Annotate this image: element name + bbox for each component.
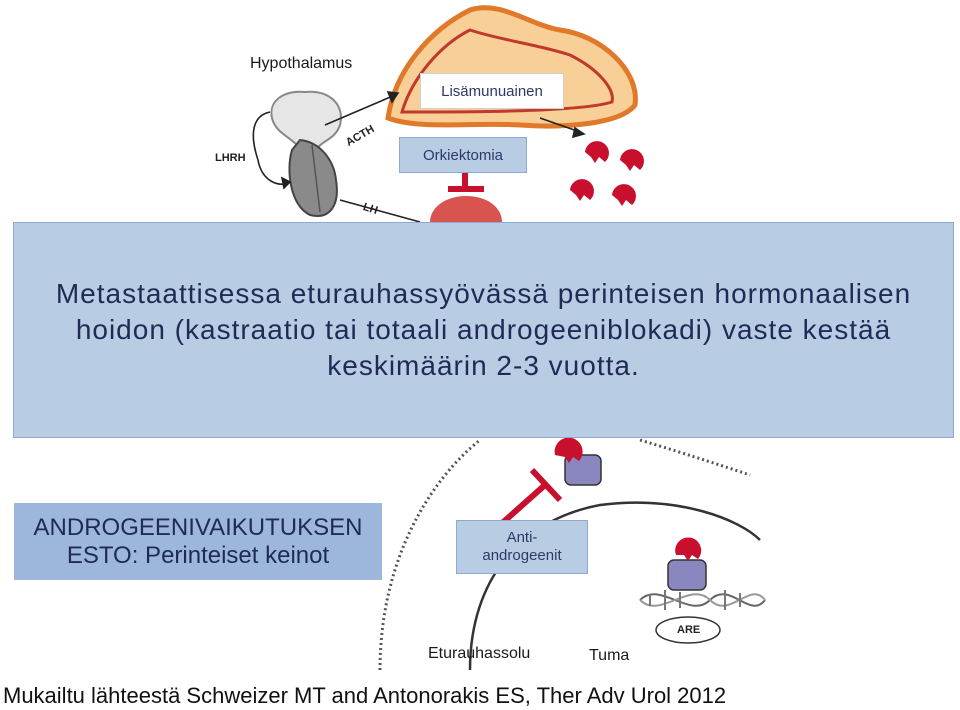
traditional-methods-box: ANDROGEENIVAIKUTUKSEN ESTO: Perinteiset …: [14, 503, 382, 580]
side-box-line1: ANDROGEENIVAIKUTUKSEN: [33, 513, 363, 541]
label-prostate-cell: Eturauhassolu: [428, 645, 531, 662]
main-statement-text: Metastaattisessa eturauhassyövässä perin…: [55, 278, 912, 381]
label-orchiectomy: Orkiektomia: [399, 137, 527, 173]
lhrh-arrow: [252, 111, 292, 190]
label-lhrh: LHRH: [215, 152, 246, 164]
orchiectomy-block-icon: [430, 170, 502, 222]
dna-icon: [639, 590, 766, 610]
antiandrogen-box: Anti- androgeenit: [456, 520, 588, 574]
main-statement-box: Metastaattisessa eturauhassyövässä perin…: [13, 222, 954, 438]
pituitary-icon: [270, 90, 342, 217]
label-are: ARE: [677, 624, 701, 636]
are-element-icon: [655, 616, 721, 644]
androgen-receptor-complex-top: [554, 437, 602, 486]
label-adrenal: Lisämunuainen: [420, 73, 564, 109]
label-hypothalamus: Hypothalamus: [250, 55, 353, 72]
antiandrogen-line2: androgeenit: [482, 547, 562, 564]
lh-arrow: [339, 199, 421, 223]
androgen-receptor-complex-nucleus: [667, 537, 707, 591]
adrenal-output-arrow: [539, 117, 586, 139]
cell-membrane: [378, 438, 751, 671]
source-citation: Mukailtu lähteestä Schweizer MT and Anto…: [3, 683, 727, 708]
antiandrogen-line1: Anti-: [506, 529, 538, 546]
antiandrogen-block-icon: [498, 467, 563, 528]
side-box-line2: ESTO: Perinteiset keinot: [66, 541, 330, 569]
acth-arrow: [324, 91, 400, 126]
label-nucleus: Tuma: [589, 647, 630, 664]
androgen-molecules-top: [570, 141, 644, 206]
nucleus-membrane: [468, 501, 761, 671]
